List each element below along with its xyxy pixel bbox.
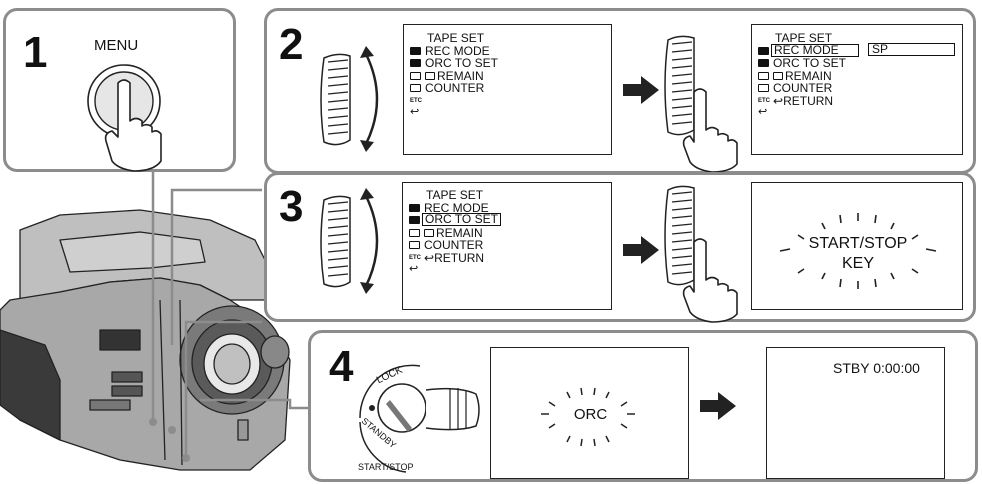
menu-item-rec-mode-selected[interactable]: REC MODE [771,43,859,57]
settings-icon [410,84,421,92]
settings-icon [409,241,420,249]
right-arrow-icon [623,76,659,104]
vtr-icon [758,59,769,67]
cassette-icon [773,71,783,80]
leader-lines [151,172,310,455]
control-dial-icon[interactable] [660,30,750,173]
menu-item-return[interactable]: ↩RETURN [773,93,834,108]
step1-number: 1 [23,28,48,77]
orc-label: ORC [573,406,608,423]
control-dial-icon[interactable] [318,48,378,158]
menu-item-orc-to-set-selected[interactable]: ORC TO SET [422,213,501,226]
vtr-icon [410,59,421,67]
menu-title: TAPE SET [775,31,833,45]
menu-item-counter[interactable]: COUNTER [425,81,485,95]
step4-orc-screen: ORC [490,347,689,479]
step3-menu-screen: TAPE SET REC MODE ORC TO SET REMAIN COUN… [402,182,612,310]
step2-menu-screen: TAPE SET REC MODE ORC TO SET REMAIN COUN… [403,24,612,155]
menu-item-counter[interactable]: COUNTER [424,238,484,252]
step3-number: 3 [279,182,304,231]
step4-stby-screen: STBY 0:00:00 [766,347,945,479]
rec-mode-value-box[interactable]: SP [868,43,955,56]
camcorder-icon [0,209,291,471]
finger-press-icon [682,238,738,323]
tape-icon [410,71,421,80]
startstop-key-line2: KEY [841,255,874,272]
rotate-arrow-icon [360,188,379,294]
step3-startstop-screen: START/STOP KEY [751,182,963,310]
camera-icon [410,46,421,55]
control-dial-icon[interactable] [660,180,750,323]
menu-item-counter[interactable]: COUNTER [773,81,833,95]
control-dial-icon[interactable] [318,190,378,300]
blink-rays-icon [541,387,635,447]
menu-title: TAPE SET [426,188,484,202]
step2-menu-screen-selected: TAPE SET REC MODE ORC TO SET REMAIN COUN… [751,24,963,155]
camera-icon [758,46,769,55]
rotate-arrow-icon [360,46,379,152]
step2-number: 2 [279,20,304,69]
return-icon: ↩ [758,106,768,118]
blink-rays-icon [779,213,937,289]
step1-panel: 1 MENU [3,8,236,172]
camera-icon [409,203,420,212]
settings-icon [758,84,769,92]
return-label: RETURN [434,250,485,265]
tape-icon [758,71,769,80]
step4-number: 4 [329,342,354,391]
vtr-icon [409,216,420,224]
etc-icon: ETC [409,254,421,261]
menu-button-label: MENU [94,37,139,54]
return-icon: ↩ [409,263,419,275]
startstop-label: START/STOP [358,462,414,472]
power-switch-icon[interactable] [350,360,490,480]
right-arrow-icon [623,236,659,264]
etc-icon: ETC [410,97,422,104]
cassette-icon [425,71,435,80]
menu-item-orc-to-set[interactable]: ORC TO SET [773,56,846,70]
menu-item-remain[interactable]: REMAIN [436,225,483,240]
menu-item-remain[interactable]: REMAIN [785,68,832,83]
startstop-key-line1: START/STOP [808,235,908,252]
menu-item-remain[interactable]: REMAIN [437,68,484,83]
right-arrow-icon [700,392,736,420]
menu-title: TAPE SET [427,31,485,45]
finger-press-icon [104,79,162,172]
menu-item-rec-mode[interactable]: REC MODE [425,43,490,58]
menu-item-orc-to-set[interactable]: ORC TO SET [425,56,498,70]
etc-icon: ETC [758,97,770,104]
return-label: RETURN [783,93,834,108]
menu-item-rec-mode[interactable]: REC MODE [424,200,489,215]
tape-icon [409,228,420,237]
standby-counter: STBY 0:00:00 [833,360,920,376]
finger-press-icon [682,88,738,173]
menu-item-return[interactable]: ↩RETURN [424,250,485,265]
cassette-icon [424,228,434,237]
return-icon: ↩ [410,106,420,118]
